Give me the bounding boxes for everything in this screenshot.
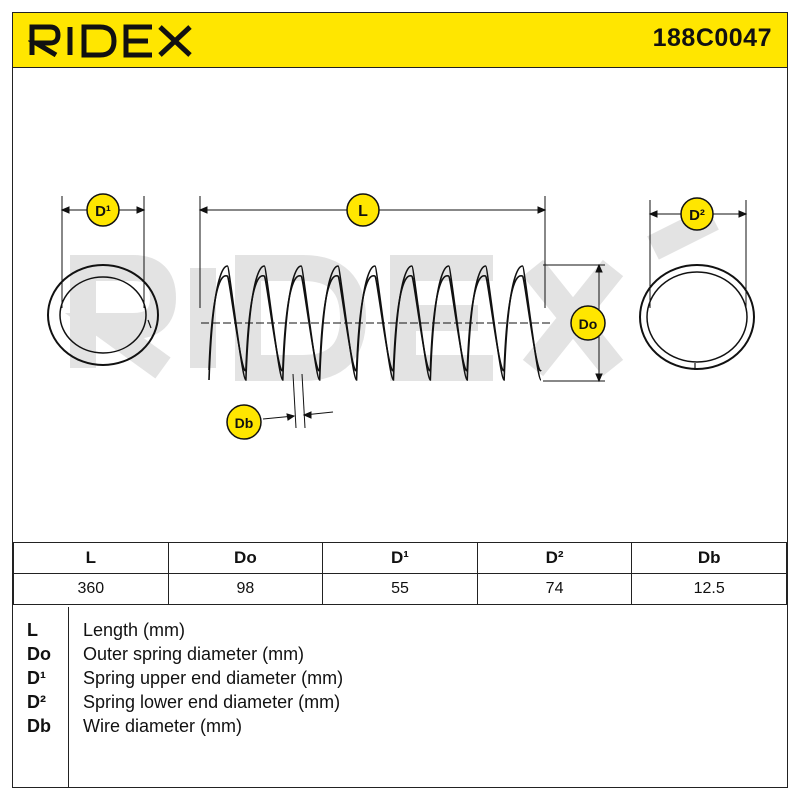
legend: L Length (mm) Do Outer spring diameter (…	[13, 607, 787, 787]
coil-spring	[201, 265, 551, 381]
db-badge: Db	[226, 404, 262, 440]
svg-text:Db: Db	[235, 415, 254, 431]
legend-symbol: Db	[27, 716, 51, 736]
svg-text:D¹: D¹	[95, 203, 111, 220]
legend-description: Spring lower end diameter (mm)	[83, 692, 341, 712]
header-d2: D²	[476, 542, 633, 574]
value-d2: 74	[476, 573, 633, 605]
svg-text:Do: Do	[579, 316, 598, 332]
legend-symbol: Do	[27, 644, 51, 664]
svg-text:L: L	[358, 203, 368, 220]
value-do: 98	[167, 573, 324, 605]
legend-item: D² Spring lower end diameter (mm)	[13, 692, 787, 716]
image-frame	[12, 12, 788, 788]
svg-text:D²: D²	[689, 207, 705, 224]
legend-description: Spring upper end diameter (mm)	[83, 668, 344, 688]
table-value-row: 360 98 55 74 12.5	[13, 573, 787, 605]
d2-badge: D²	[680, 197, 714, 231]
specification-table: L Do D¹ D² Db 360 98 55 74 12.5	[13, 542, 787, 605]
legend-symbol: L	[27, 620, 38, 640]
legend-description: Outer spring diameter (mm)	[83, 644, 305, 664]
upper-end-ring	[47, 264, 159, 366]
table-header-row: L Do D¹ D² Db	[13, 542, 787, 574]
db-dimension	[262, 373, 334, 429]
legend-item: D¹ Spring upper end diameter (mm)	[13, 668, 787, 692]
legend-symbol: D¹	[27, 668, 46, 688]
legend-item: Do Outer spring diameter (mm)	[13, 644, 787, 668]
value-l: 360	[13, 573, 169, 605]
legend-description: Length (mm)	[83, 620, 186, 640]
brand-logo	[28, 24, 192, 58]
legend-description: Wire diameter (mm)	[83, 716, 243, 736]
legend-symbol: D²	[27, 692, 46, 712]
lower-end-ring	[639, 264, 755, 370]
d1-dimension	[60, 196, 146, 308]
l-badge: L	[346, 193, 380, 227]
legend-item: L Length (mm)	[13, 620, 787, 644]
value-db: 12.5	[631, 573, 787, 605]
d1-badge: D¹	[86, 193, 120, 227]
do-badge: Do	[570, 305, 606, 341]
value-d1: 55	[322, 573, 478, 605]
legend-item: Db Wire diameter (mm)	[13, 716, 787, 740]
part-number: 188C0047	[652, 24, 772, 52]
legend-divider	[68, 607, 69, 787]
spring-diagram: D¹ L D² Do Db	[47, 193, 755, 440]
header-l: L	[13, 542, 169, 574]
watermark-logo	[64, 206, 719, 381]
header-do: Do	[167, 542, 324, 574]
header-d1: D¹	[322, 542, 478, 574]
header-db: Db	[631, 542, 787, 574]
